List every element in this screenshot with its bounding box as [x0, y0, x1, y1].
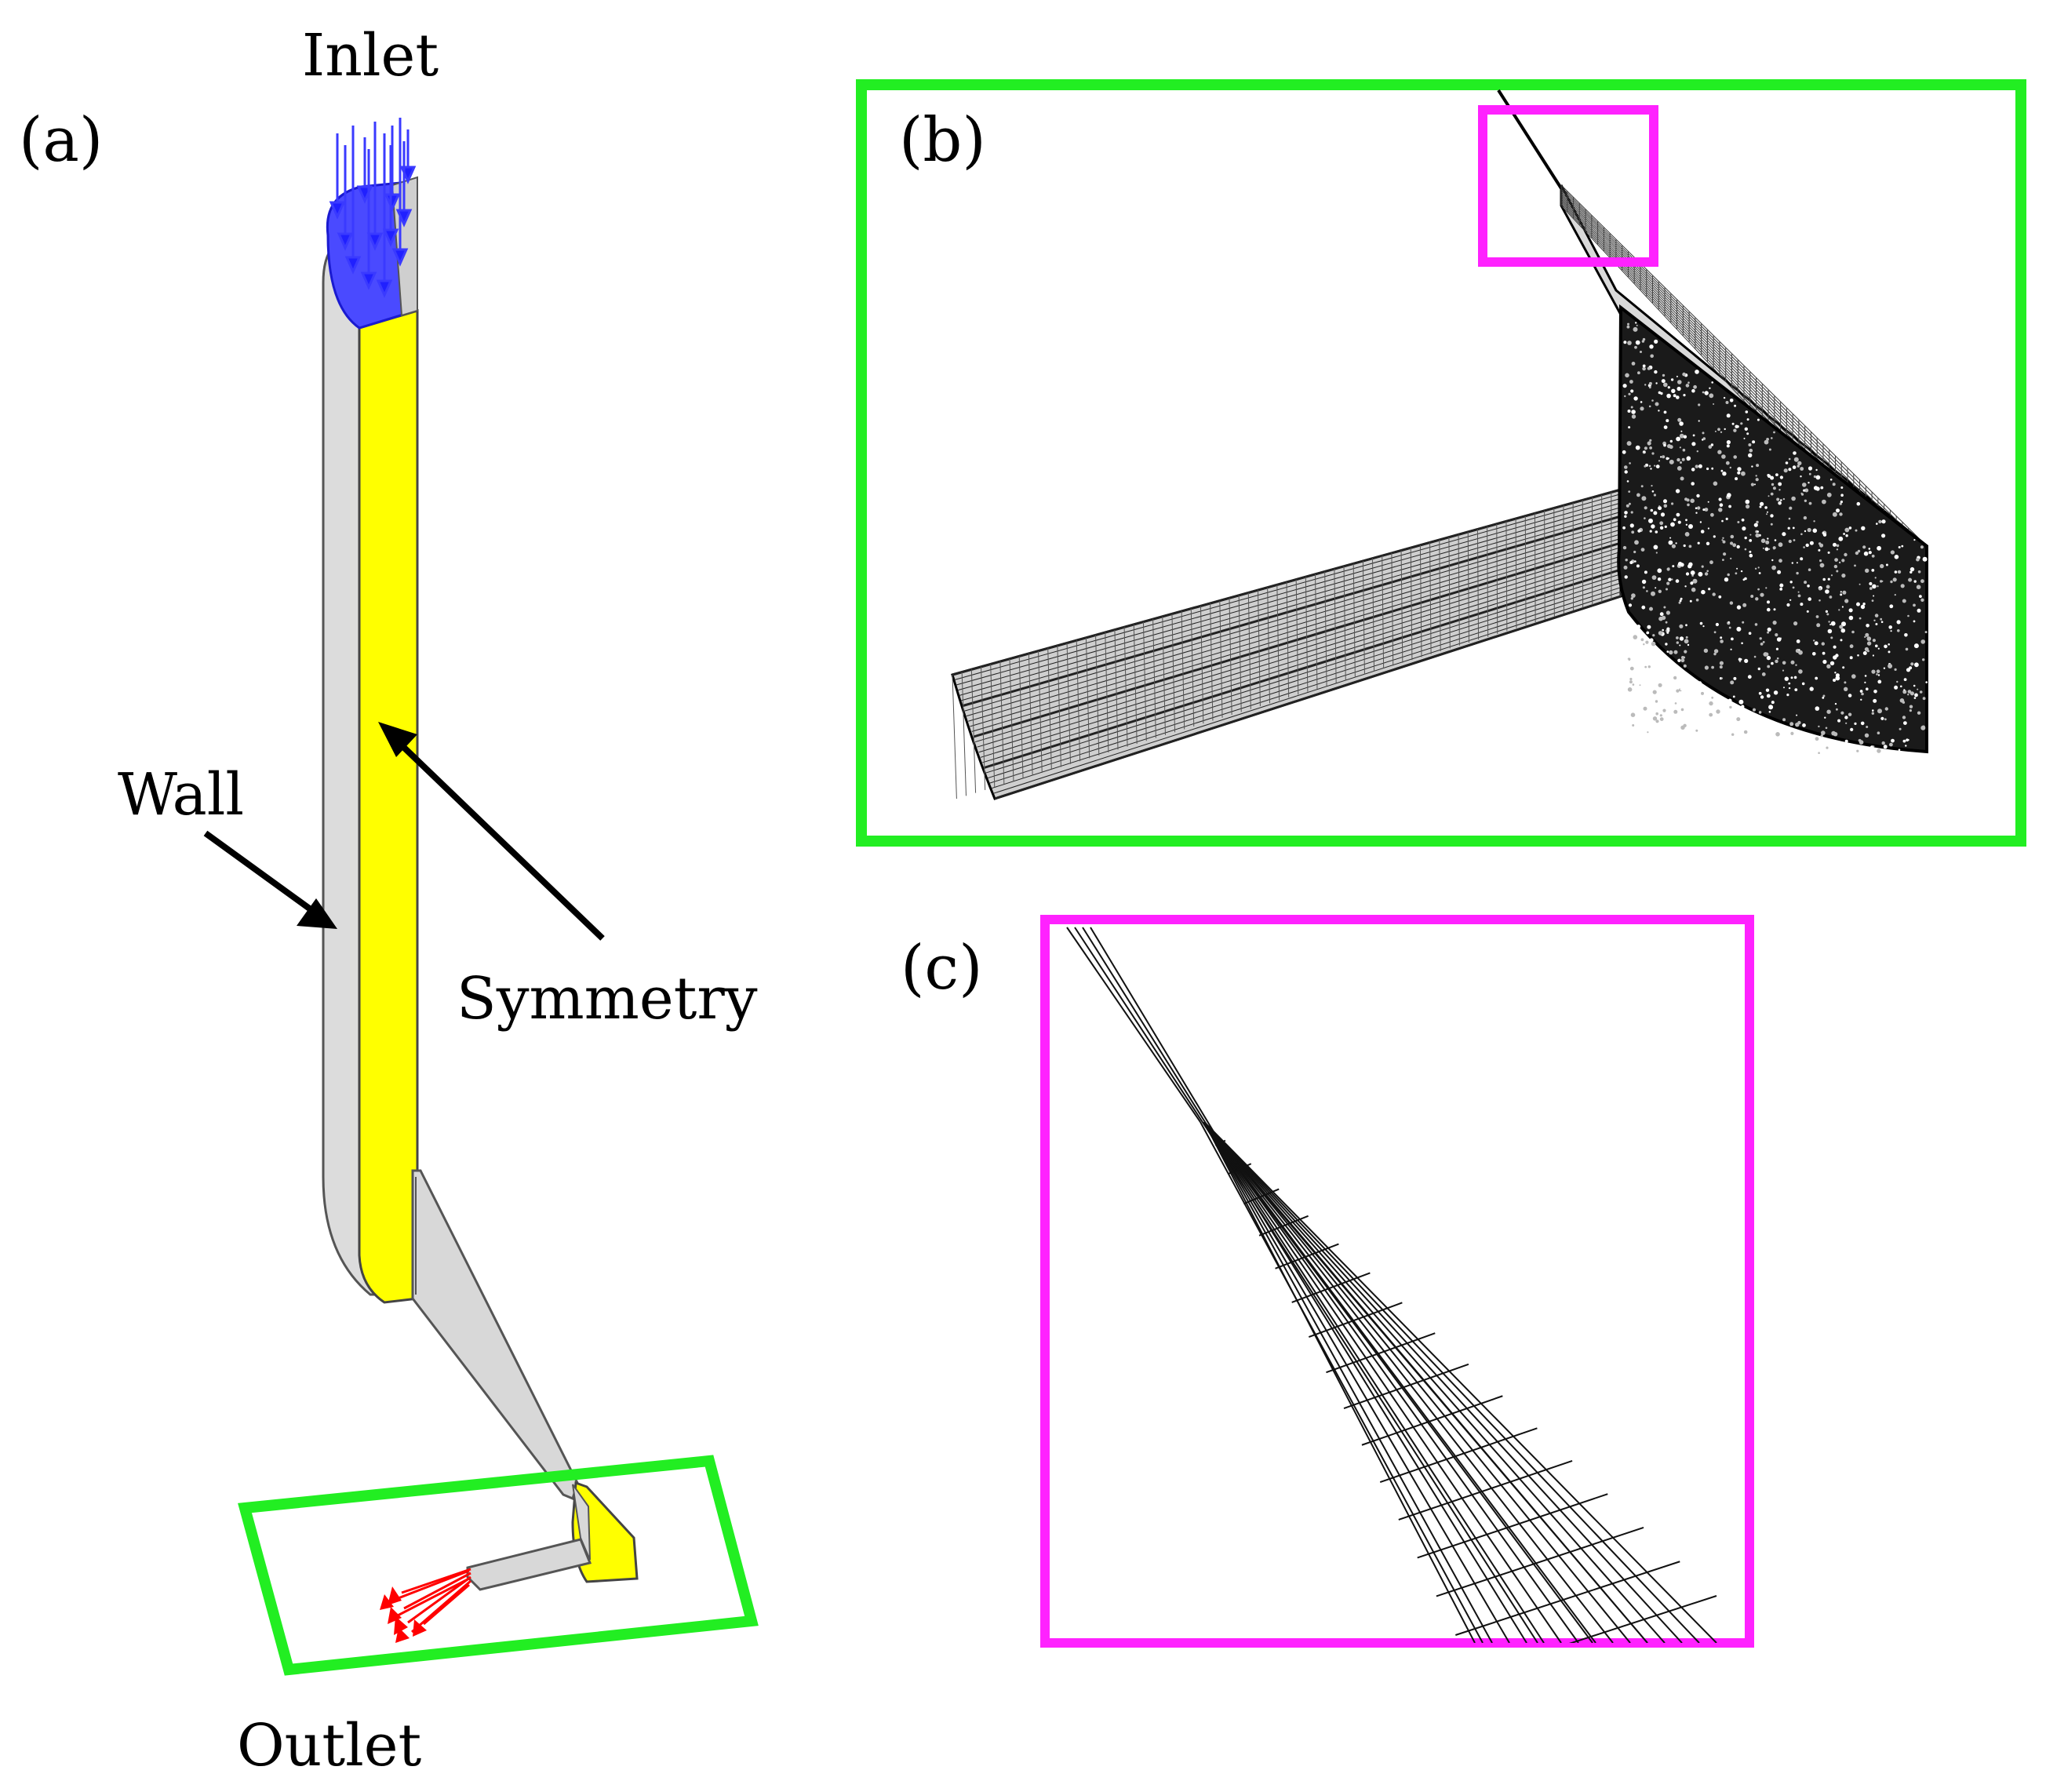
- mesh-dense-face: [1617, 304, 1928, 754]
- symmetry-arrowhead: [378, 722, 417, 757]
- symmetry-arrow: [398, 741, 605, 941]
- symmetry-label: Symmetry: [457, 965, 758, 1033]
- transition-neck: [411, 1169, 579, 1501]
- panel-b: (b): [856, 79, 2026, 847]
- wall-arrow: [203, 830, 316, 915]
- panel-b-letter: (b): [899, 105, 986, 176]
- panel-c: (c): [901, 915, 1754, 1648]
- mesh-c: [1066, 927, 1717, 1643]
- panel-c-letter: (c): [901, 933, 983, 1003]
- outlet-arrows: [391, 1568, 471, 1634]
- mesh-speckles: [1622, 322, 1928, 754]
- panel-c-frame: [1040, 915, 1754, 1648]
- outlet-label: Outlet: [237, 1712, 422, 1779]
- mesh-lower-lines: [952, 488, 1622, 800]
- symmetry-surface: [358, 308, 419, 1304]
- inlet-arrows: [329, 118, 417, 298]
- inlet-label: Inlet: [302, 22, 439, 89]
- outlet-pipe: [466, 1538, 592, 1591]
- zoom-frame-a: [238, 1455, 759, 1676]
- outlet-arrowheads: [380, 1586, 427, 1643]
- inlet-face: [326, 180, 417, 330]
- zoom-frame-b: [1478, 105, 1658, 267]
- wall-label: Wall: [118, 761, 244, 829]
- panel-a: (a) Inlet Wall Symmetry: [19, 22, 759, 1779]
- wall-arrowhead: [297, 898, 337, 929]
- mesh-b: [951, 89, 1928, 800]
- panel-a-letter: (a): [19, 105, 103, 176]
